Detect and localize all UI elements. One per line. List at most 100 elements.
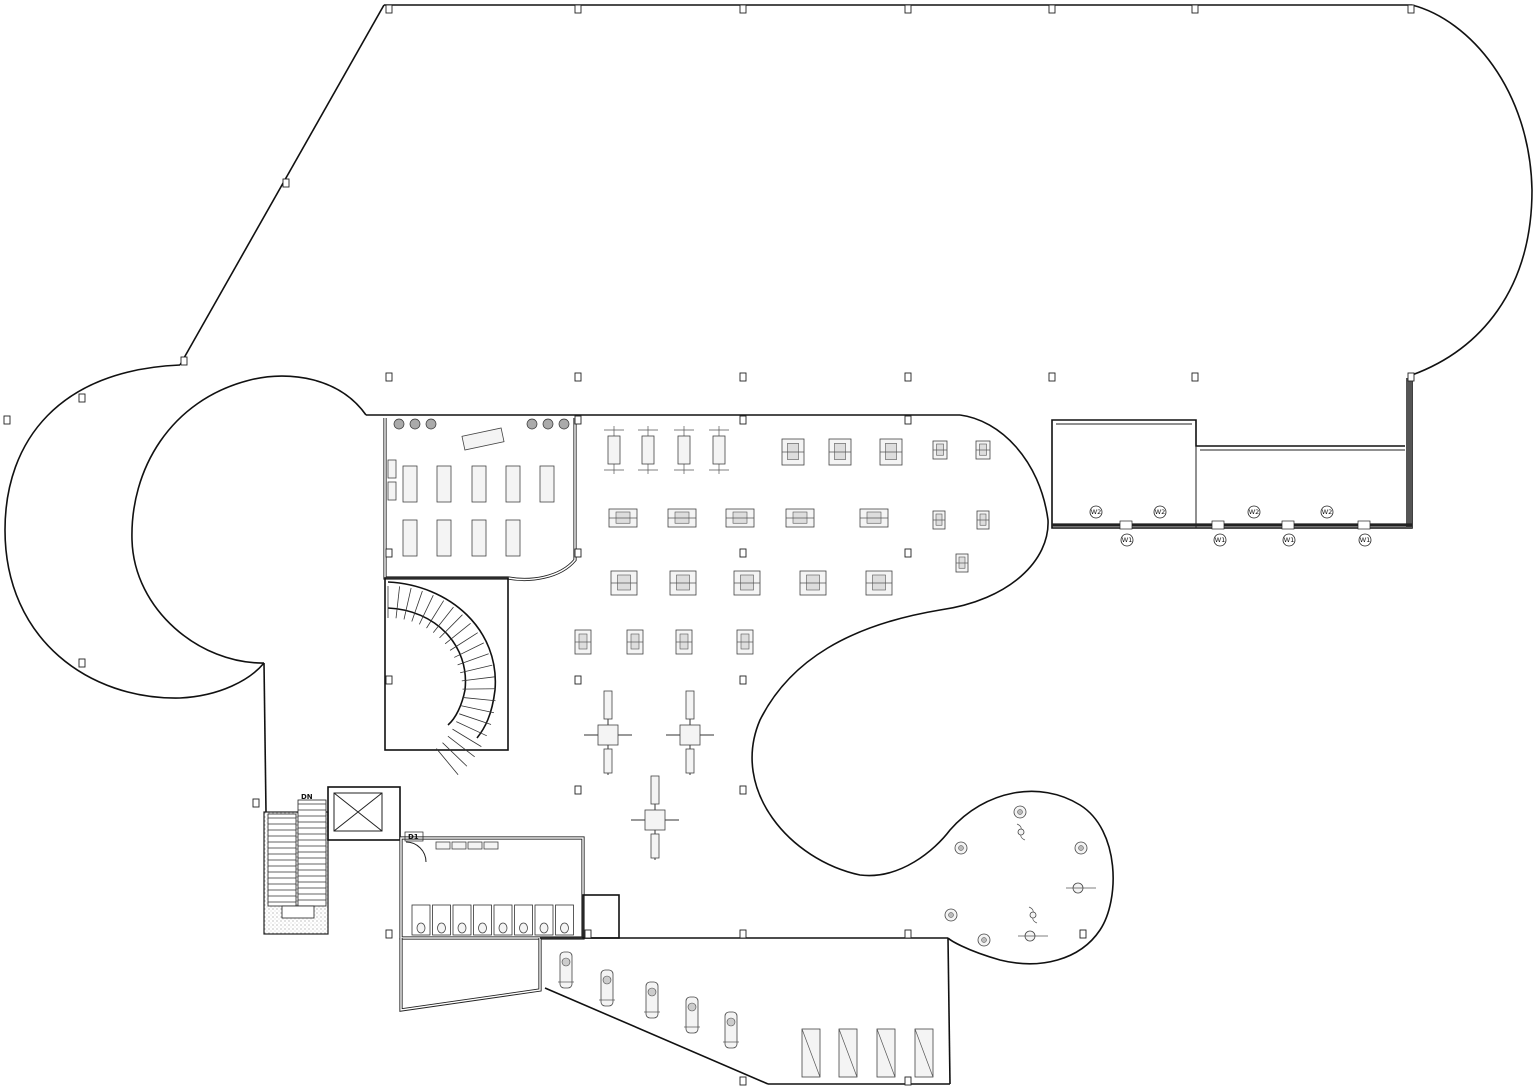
column <box>904 415 912 425</box>
multi-gym-bench <box>603 748 613 774</box>
column <box>385 929 393 939</box>
elevator-shaft <box>327 786 401 841</box>
yoga-mat <box>539 465 555 503</box>
east-curved-wall <box>1411 4 1533 376</box>
east-annex-inner-line <box>1056 423 1405 451</box>
column <box>739 4 747 14</box>
instructor-mat <box>461 427 505 451</box>
toilet-stall <box>534 904 554 936</box>
toilet-bowl <box>437 922 446 934</box>
leg-press-seat <box>617 574 631 591</box>
window-opening <box>1211 520 1225 530</box>
stair-tread <box>462 697 496 702</box>
stair-tread <box>461 705 495 714</box>
toilet-stall <box>514 904 533 936</box>
lamp-base <box>1029 911 1037 919</box>
window-tag: W1 <box>1120 533 1134 547</box>
spin-bike-frame <box>559 951 573 989</box>
seated-machine-seat <box>979 443 987 456</box>
multi-gym-bench <box>685 690 695 720</box>
yoga-mat <box>505 465 521 503</box>
seated-row-seat <box>679 633 689 650</box>
elevator <box>327 786 401 841</box>
column <box>1191 4 1199 14</box>
small-machine <box>955 553 969 573</box>
stair-direction-label: DN <box>301 793 313 801</box>
leg-press-seat <box>872 574 886 591</box>
yoga-mat <box>505 519 521 557</box>
yoga-mat <box>471 519 487 557</box>
treadmill <box>801 1028 821 1078</box>
stair-tread <box>460 664 493 674</box>
window-tag: W2 <box>1320 505 1334 519</box>
column <box>385 372 393 382</box>
toilet-stalls <box>411 904 574 936</box>
seated-row <box>736 629 754 655</box>
chest-press-seat <box>792 511 808 524</box>
window-opening <box>1357 520 1371 530</box>
window-tag-label: W1 <box>1360 536 1371 544</box>
structural-columns <box>3 4 1415 1086</box>
toilet-bowl <box>560 922 569 934</box>
yoga-mat <box>436 465 452 503</box>
stair-tread <box>395 586 400 619</box>
window-tag-label: W2 <box>1322 508 1333 516</box>
west-lobe-inner-wall <box>131 375 367 664</box>
gym-east-curved-wall <box>751 414 1114 965</box>
cable-station <box>604 426 624 474</box>
leg-press-seat <box>740 574 754 591</box>
window-tag-label: W2 <box>1249 508 1260 516</box>
stair-tread <box>442 742 468 767</box>
column <box>904 929 912 939</box>
column <box>739 929 747 939</box>
stair-tread <box>449 632 478 651</box>
column <box>78 658 86 668</box>
stair-tread <box>447 735 475 758</box>
window-tag: W2 <box>1247 505 1261 519</box>
multi-gym-station <box>584 690 632 775</box>
sinks <box>435 841 499 850</box>
column <box>180 356 188 366</box>
small-machine-seat <box>935 513 943 526</box>
floor-lamp <box>1016 823 1026 841</box>
lounge-chair-cushion <box>1078 845 1084 851</box>
seated-row-seat <box>740 633 750 650</box>
window-tag: W1 <box>1358 533 1372 547</box>
west-stair: DN <box>263 793 329 935</box>
stair-tread <box>459 713 492 725</box>
south-wedge-east-wall <box>947 937 951 1085</box>
column <box>904 548 912 558</box>
lamp-base <box>1017 828 1025 836</box>
strength-machine <box>879 438 903 466</box>
spin-bike <box>723 1011 739 1049</box>
chest-press <box>859 508 889 528</box>
spin-bike <box>684 996 700 1034</box>
column <box>739 415 747 425</box>
toilet-stall <box>555 904 574 936</box>
seated-machine-seat <box>936 443 944 456</box>
column <box>739 1076 747 1086</box>
toilet-stall <box>452 904 472 936</box>
small-machine <box>976 510 990 530</box>
spin-bike-wheel <box>647 987 657 997</box>
sink <box>483 841 499 850</box>
elevator-car <box>333 792 383 832</box>
chest-press <box>667 508 697 528</box>
cable-station <box>674 426 694 474</box>
multi-gym-station <box>666 690 714 775</box>
seated-row-seat <box>630 633 640 650</box>
sink <box>435 841 451 850</box>
lounge-chair <box>1074 841 1088 855</box>
column <box>904 372 912 382</box>
small-machine-seat <box>979 513 987 526</box>
strength-machine-seat <box>885 443 897 460</box>
lounge-chair <box>944 908 958 922</box>
column <box>904 1076 912 1086</box>
spiral-stair-inner <box>387 607 467 726</box>
stair-tread <box>454 642 484 658</box>
stair-tread <box>439 614 463 639</box>
window-tag: W2 <box>1153 505 1167 519</box>
stair-tread <box>436 748 459 776</box>
column <box>739 372 747 382</box>
window-tag-label: W2 <box>1091 508 1102 516</box>
